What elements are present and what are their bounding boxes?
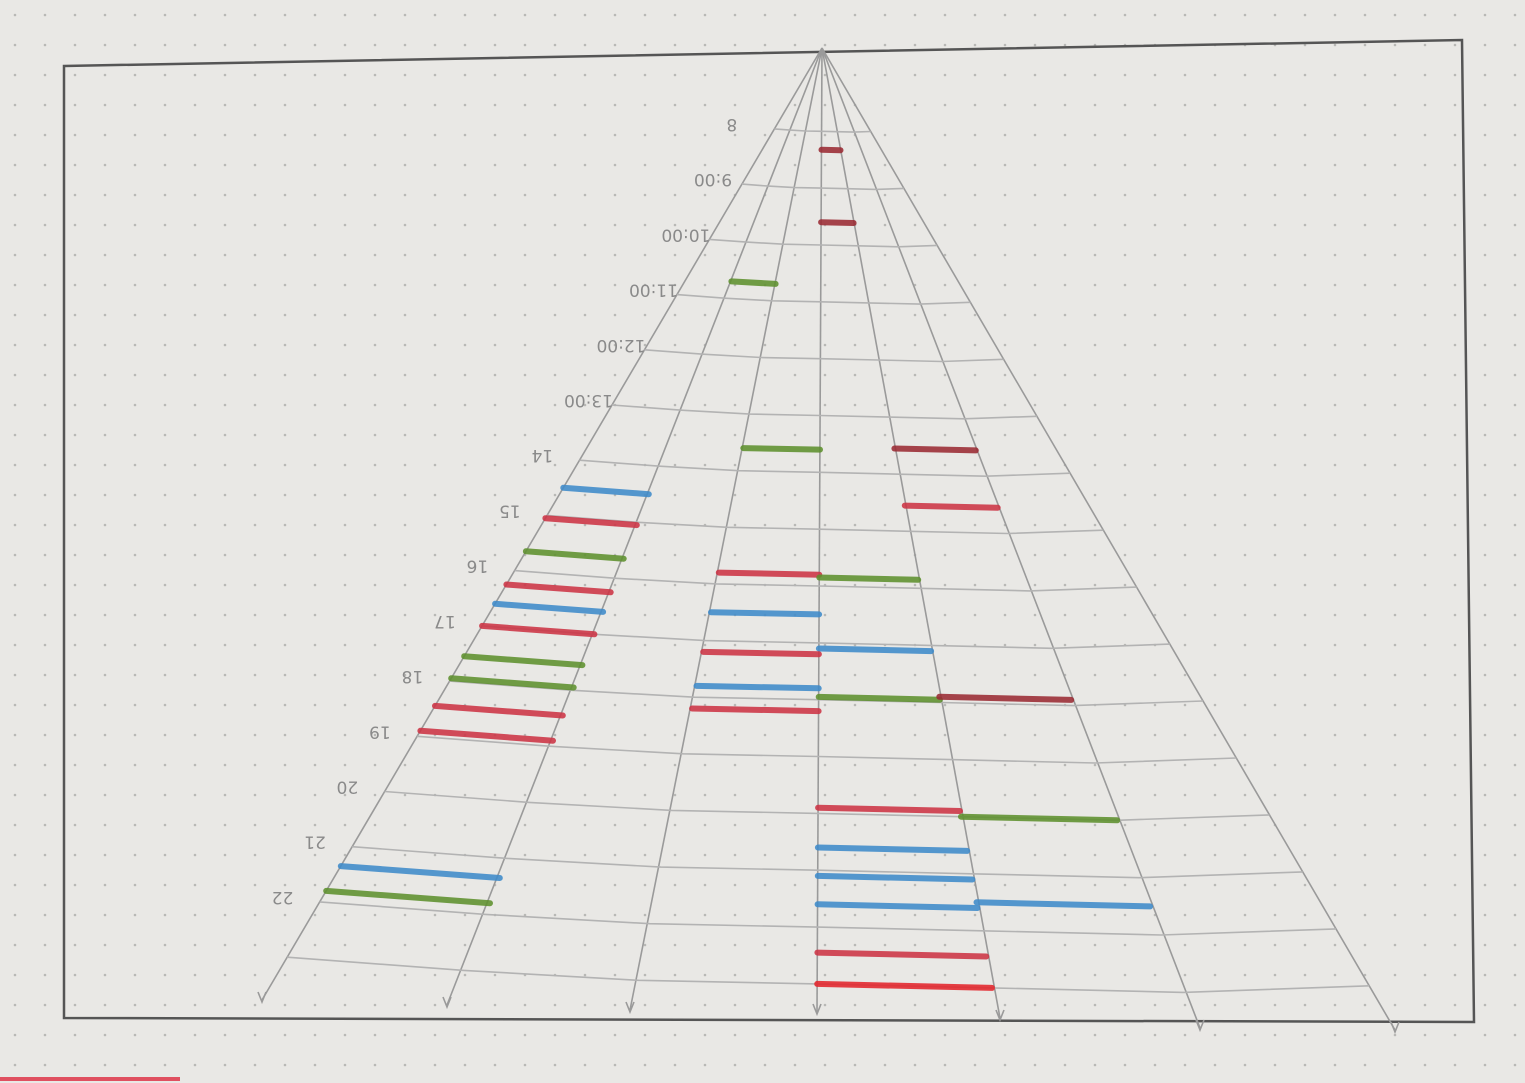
spoke-arrowhead — [995, 1009, 1005, 1023]
time-ring — [709, 238, 938, 248]
time-label: 18 — [402, 666, 424, 686]
activity-segment-dark_red — [818, 219, 857, 226]
activity-segment-red — [503, 581, 614, 596]
activity-segment-green — [448, 675, 577, 691]
time-label: 22 — [272, 887, 294, 907]
time-ring — [352, 845, 1303, 879]
activity-segment-green — [958, 813, 1121, 824]
time-ring — [676, 293, 971, 305]
time-ring — [417, 735, 1237, 764]
activity-segment-green — [728, 278, 779, 287]
time-label: 13:00 — [564, 390, 613, 410]
activity-segment-red — [901, 502, 1001, 511]
time-ring — [644, 349, 1004, 363]
time-label: 17 — [434, 611, 456, 631]
segments-group — [323, 146, 1154, 991]
time-label: 11:00 — [629, 280, 678, 300]
page-frame — [62, 38, 1476, 1024]
activity-segment-blue — [492, 600, 607, 615]
activity-segment-blue — [708, 609, 823, 618]
time-ring — [774, 128, 871, 133]
activity-segment-blue — [973, 899, 1154, 910]
spoke-arrowhead — [257, 991, 267, 1005]
activity-segment-blue — [337, 863, 503, 881]
time-ring — [514, 569, 1137, 592]
activity-segment-dark_red — [936, 693, 1075, 703]
activity-segment-blue — [814, 844, 971, 854]
activity-segment-green — [323, 887, 493, 907]
spoke-line — [821, 47, 1001, 1019]
activity-segment-red — [542, 515, 640, 529]
time-label: 8 — [726, 114, 737, 134]
activity-segment-red — [700, 648, 822, 658]
time-label: 21 — [304, 832, 326, 852]
time-label: 10:00 — [661, 224, 710, 244]
spoke-arrowhead — [1195, 1019, 1205, 1033]
spoke-line — [821, 47, 1201, 1029]
spoke-arrowhead — [442, 996, 452, 1010]
activity-segment-red — [815, 804, 963, 814]
activity-segment-red — [715, 569, 823, 578]
time-label: 20 — [337, 777, 359, 797]
activity-segment-blue — [693, 682, 822, 692]
time-labels-group: 8 9:00 10:00 11:00 12:00 13:00 14 15 16 17 18 19 20 2… — [272, 114, 738, 907]
activity-segment-dark_red — [891, 445, 979, 454]
activity-segment-blue — [814, 901, 981, 911]
activity-segment-green — [522, 548, 627, 562]
activity-segment-green — [816, 574, 922, 583]
time-ring — [546, 514, 1104, 535]
activity-segment-green — [815, 693, 943, 703]
activity-segment-green — [740, 445, 823, 453]
activity-segment-blue — [815, 645, 935, 655]
activity-segment-red — [689, 705, 822, 715]
activity-segment-green — [461, 653, 586, 669]
time-label: 16 — [467, 556, 489, 576]
time-ring — [319, 901, 1337, 936]
spoke-line — [261, 47, 823, 1001]
spoke-line — [629, 47, 823, 1011]
activity-segment-red — [814, 949, 990, 960]
time-label: 14 — [532, 445, 554, 465]
time-ring — [741, 183, 904, 191]
activity-segment-bright_red — [814, 980, 995, 991]
activity-segment-red — [417, 727, 556, 744]
time-ring — [579, 459, 1071, 478]
spoke-arrowhead — [1390, 1021, 1400, 1035]
spokes-group — [257, 47, 1400, 1035]
activity-segment-red — [432, 702, 566, 719]
time-ring — [611, 404, 1037, 420]
time-label: 12:00 — [597, 335, 646, 355]
activity-segment-red — [479, 622, 598, 638]
activity-segment-blue — [814, 872, 976, 883]
activity-segment-blue — [560, 484, 652, 498]
time-label: 19 — [369, 721, 391, 741]
time-label: 9:00 — [694, 169, 732, 189]
spoke-arrowhead — [625, 1001, 635, 1015]
spoke-arrowhead — [812, 1003, 822, 1017]
spoke-line — [821, 47, 1396, 1031]
time-label: 15 — [499, 500, 521, 520]
